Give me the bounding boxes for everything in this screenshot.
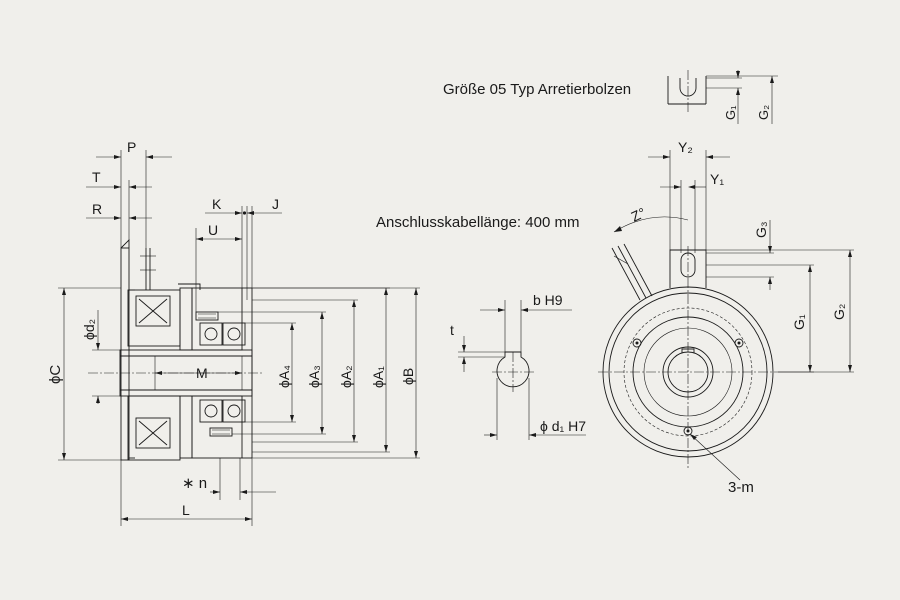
label-phi-B: ϕB (400, 368, 416, 385)
label-detail-G2: G₂ (756, 105, 771, 120)
label-phi-A2: ϕA₂ (338, 365, 354, 388)
label-M: M (196, 365, 208, 381)
front-dimensions (648, 150, 854, 481)
label-L: L (182, 502, 190, 518)
label-phi-C: ϕC (47, 365, 64, 384)
label-size-note: Größe 05 Typ Arretierbolzen (443, 81, 631, 98)
label-b-H9: b H9 (533, 292, 563, 308)
label-detail-G1: G₁ (723, 105, 738, 120)
label-t: t (450, 322, 454, 338)
size-05-labels: Größe 05 Typ Arretierbolzen G₁ G₂ (443, 81, 771, 120)
keyway-detail (458, 300, 586, 440)
front-view (598, 216, 778, 468)
label-phi-A3: ϕA₃ (306, 365, 322, 388)
label-G1: G₁ (791, 314, 807, 330)
label-R: R (92, 201, 102, 217)
label-3-m: 3-m (728, 479, 754, 496)
label-phi-d2: ϕd₂ (81, 319, 97, 340)
label-P: P (127, 139, 136, 155)
section-view (88, 238, 262, 461)
label-Y1: Y₁ (710, 171, 724, 187)
label-phi-d1-H7: ϕ d₁ H7 (540, 418, 586, 434)
section-labels: P T R K J U ϕd₂ ϕC M ϕA₄ ϕA₃ ϕA₂ ϕA₁ ϕB … (47, 139, 416, 518)
label-Z-deg: Z° (629, 204, 649, 224)
label-phi-A1: ϕA₁ (370, 366, 386, 388)
label-U: U (208, 222, 218, 238)
label-star-n: ∗ n (182, 475, 207, 492)
label-K: K (212, 196, 222, 212)
label-cable-length: Anschlusskabellänge: 400 mm (376, 214, 579, 231)
label-phi-A4: ϕA₄ (276, 365, 292, 388)
front-labels: Y₂ Y₁ Z° Anschlusskabellänge: 400 mm G₃ … (376, 139, 847, 496)
label-J: J (272, 196, 279, 212)
label-G2: G₂ (831, 304, 847, 320)
label-T: T (92, 169, 101, 185)
keyway-labels: b H9 t ϕ d₁ H7 (450, 292, 586, 434)
label-G3: G₃ (753, 221, 769, 238)
section-dimensions (58, 150, 420, 526)
label-Y2: Y₂ (678, 139, 693, 155)
size-05-detail (667, 70, 778, 124)
